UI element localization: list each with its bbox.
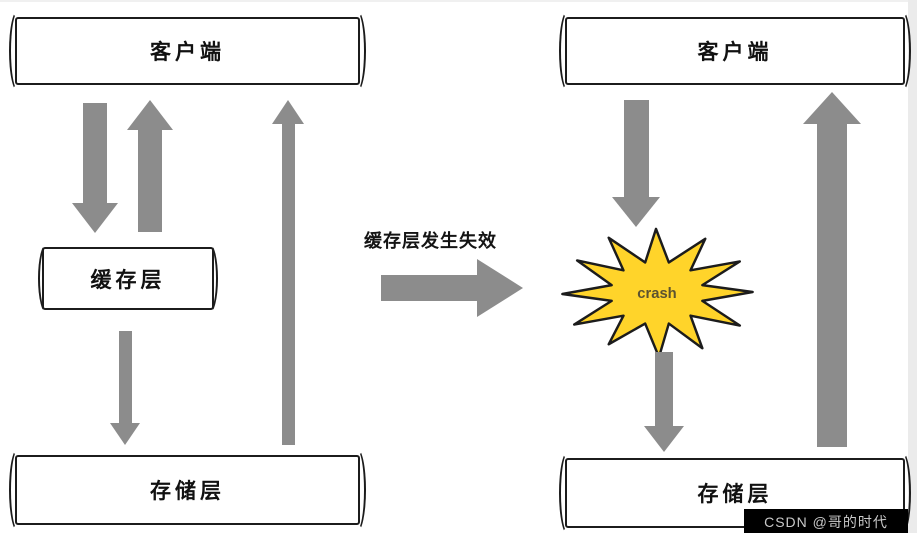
arrow-crash-to-storage bbox=[644, 352, 684, 452]
crash-burst-icon: crash bbox=[546, 224, 768, 362]
arrow-head bbox=[477, 259, 523, 317]
crash-label: crash bbox=[637, 286, 676, 302]
left-client-label: 客户端 bbox=[150, 41, 225, 64]
arrow-shaft bbox=[623, 100, 649, 197]
left-cache-label: 缓存层 bbox=[90, 268, 166, 292]
arrow-shaft bbox=[817, 124, 847, 447]
arrow-storage-to-client-right bbox=[803, 92, 861, 447]
watermark: CSDN @哥的时代 bbox=[744, 509, 908, 533]
arrow-head bbox=[127, 100, 173, 130]
arrow-head bbox=[272, 100, 304, 124]
arrow-shaft bbox=[83, 103, 107, 203]
arrow-shaft bbox=[655, 352, 673, 426]
arrow-head bbox=[612, 197, 660, 227]
arrow-shaft bbox=[281, 124, 295, 445]
arrow-shaft bbox=[138, 130, 162, 232]
arrow-head bbox=[803, 92, 861, 124]
transition-caption: 缓存层发生失效 bbox=[364, 231, 497, 251]
arrow-shaft bbox=[118, 331, 132, 423]
arrow-shaft bbox=[381, 275, 477, 301]
left-storage-label: 存储层 bbox=[150, 480, 225, 503]
arrow-client-to-crash bbox=[612, 100, 660, 227]
left-cache-box: 缓存层 bbox=[38, 243, 218, 314]
arrow-cache-to-storage bbox=[110, 331, 140, 445]
left-storage-box: 存储层 bbox=[9, 448, 366, 532]
arrow-head bbox=[644, 426, 684, 452]
transition-arrow bbox=[381, 259, 523, 317]
right-edge-strip bbox=[908, 0, 917, 533]
right-client-box: 客户端 bbox=[559, 10, 911, 92]
left-client-box: 客户端 bbox=[9, 10, 366, 92]
top-edge-line bbox=[0, 0, 917, 2]
arrow-head bbox=[110, 423, 140, 445]
arrow-head bbox=[72, 203, 118, 233]
arrow-cache-to-client bbox=[127, 100, 173, 232]
burst-shape bbox=[561, 227, 754, 359]
arrow-storage-to-client-left bbox=[272, 100, 304, 445]
right-storage-label: 存储层 bbox=[697, 483, 773, 506]
watermark-text: CSDN @哥的时代 bbox=[764, 514, 888, 530]
right-client-label: 客户端 bbox=[697, 41, 773, 64]
arrow-client-to-cache bbox=[72, 103, 118, 233]
